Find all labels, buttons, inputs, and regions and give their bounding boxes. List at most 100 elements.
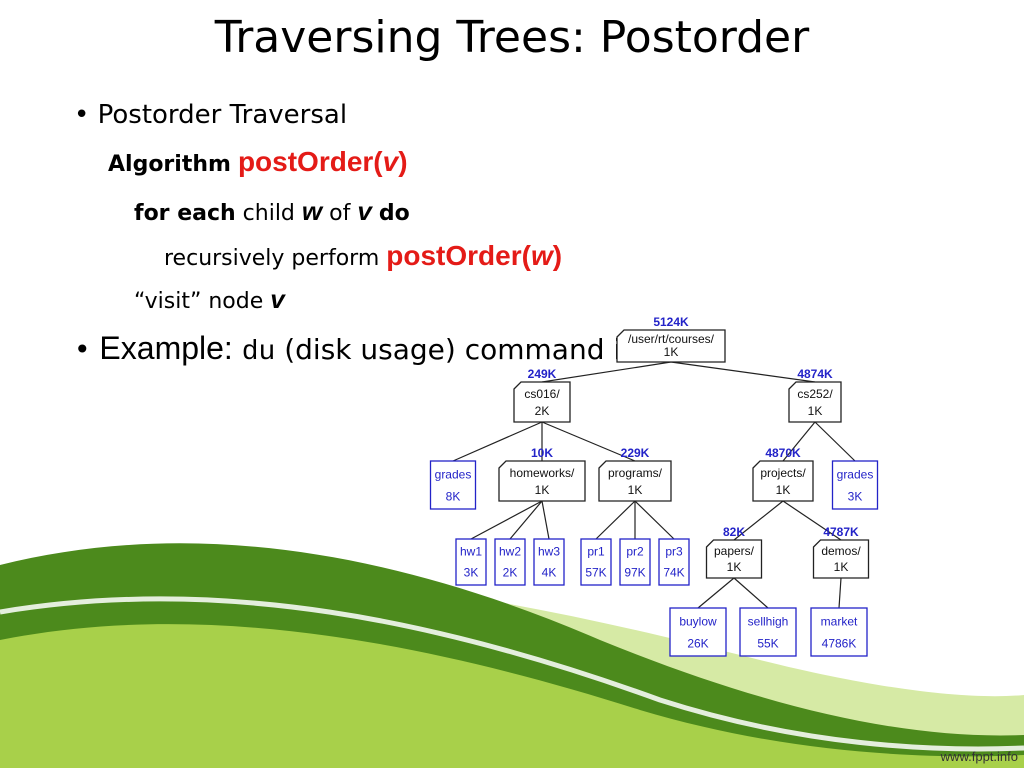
folder-size-cs252: 1K <box>808 404 823 418</box>
file-size-hw2: 2K <box>503 566 518 580</box>
bullet-text: Postorder Traversal <box>97 100 348 130</box>
file-size-pr1: 57K <box>585 566 606 580</box>
file-node-hw2 <box>494 538 526 586</box>
total-size-root: 5124K <box>653 315 689 329</box>
folder-node-projects <box>752 460 814 502</box>
file-size-hw1: 3K <box>464 566 479 580</box>
file-size-market: 4786K <box>822 636 857 650</box>
footer-url: www.fppt.info <box>940 749 1018 764</box>
algorithm-close: ) <box>398 146 408 177</box>
tree-edge-demos-market <box>838 577 842 609</box>
total-size-projects: 4870K <box>765 446 801 460</box>
var-w: w <box>301 196 323 226</box>
folder-name-root: /user/rt/courses/ <box>628 332 715 346</box>
folder-size-programs: 1K <box>628 483 643 497</box>
total-size-homeworks: 10K <box>531 446 553 460</box>
of-word: of <box>329 201 351 226</box>
algorithm-param: v <box>382 146 399 177</box>
do-keyword: do <box>378 201 410 226</box>
folder-node-homeworks <box>498 460 586 502</box>
file-node-pr2 <box>619 538 651 586</box>
file-size-grades2: 3K <box>848 489 863 503</box>
slide-title: Traversing Trees: Postorder <box>214 12 810 63</box>
folder-name-programs: programs/ <box>608 466 663 480</box>
var-v: v <box>357 196 372 226</box>
folder-name-papers: papers/ <box>714 544 755 558</box>
wave-light <box>0 624 1024 768</box>
file-size-pr3: 74K <box>663 566 684 580</box>
file-name-grades1: grades <box>435 467 472 481</box>
folder-node-papers <box>705 539 763 579</box>
file-name-pr3: pr3 <box>665 545 683 559</box>
algorithm-keyword: Algorithm <box>108 152 231 177</box>
total-size-cs252: 4874K <box>797 367 833 381</box>
tree-edge-cs252-projects <box>782 421 816 462</box>
file-name-grades2: grades <box>837 467 874 481</box>
call-close: ) <box>552 240 563 271</box>
folder-size-demos: 1K <box>834 560 849 574</box>
folder-name-cs016: cs016/ <box>524 387 560 401</box>
bullet-dot: • <box>74 100 90 130</box>
tree-edge-root-cs016 <box>541 361 672 383</box>
call-param: w <box>530 240 553 271</box>
folder-size-root: 1K <box>664 345 679 359</box>
file-name-pr1: pr1 <box>587 545 605 559</box>
example-label: Example: <box>99 330 233 366</box>
visit-var: v <box>270 284 285 314</box>
call-name: postOrder( <box>386 240 531 271</box>
tree-edge-programs-pr3 <box>634 500 675 540</box>
tree-edge-homeworks-hw3 <box>541 500 550 540</box>
file-size-pr2: 97K <box>624 566 645 580</box>
total-size-demos: 4787K <box>823 525 859 539</box>
file-node-grades2 <box>831 460 879 510</box>
for-each-keyword: for each <box>134 201 236 226</box>
folder-node-root <box>616 329 726 363</box>
folder-name-homeworks: homeworks/ <box>510 466 575 480</box>
bullet-postorder: • Postorder Traversal <box>74 100 347 130</box>
tree-edge-programs-pr1 <box>595 500 636 540</box>
file-name-pr2: pr2 <box>626 545 644 559</box>
folder-node-programs <box>598 460 672 502</box>
recursive-text: recursively perform <box>164 246 380 271</box>
folder-name-cs252: cs252/ <box>797 387 833 401</box>
wave-white-streak <box>0 596 1024 752</box>
folder-size-papers: 1K <box>727 560 742 574</box>
file-name-sellhigh: sellhigh <box>748 614 789 628</box>
algorithm-name: postOrder( <box>237 146 383 177</box>
file-node-buylow <box>669 607 727 657</box>
folder-size-cs016: 2K <box>535 404 550 418</box>
file-size-sellhigh: 55K <box>757 636 778 650</box>
tree-edge-papers-buylow <box>697 577 735 609</box>
folder-size-homeworks: 1K <box>535 483 550 497</box>
total-size-cs016: 249K <box>528 367 557 381</box>
folder-node-cs252 <box>788 381 842 423</box>
visit-line: “visit” node v <box>134 284 285 315</box>
folder-name-demos: demos/ <box>821 544 861 558</box>
file-size-grades1: 8K <box>446 489 461 503</box>
algorithm-line: Algorithm postOrder(v) <box>108 146 408 178</box>
folder-size-projects: 1K <box>776 483 791 497</box>
folder-name-projects: projects/ <box>760 466 806 480</box>
file-size-buylow: 26K <box>687 636 708 650</box>
file-name-market: market <box>821 614 858 628</box>
file-name-buylow: buylow <box>679 614 717 628</box>
file-name-hw2: hw2 <box>499 545 521 559</box>
file-node-grades1 <box>429 460 477 510</box>
file-node-hw3 <box>533 538 565 586</box>
recursive-line: recursively perform postOrder(w) <box>164 240 562 272</box>
example-command: du <box>241 337 276 368</box>
tree-edge-cs016-programs <box>541 421 636 462</box>
file-node-hw1 <box>455 538 487 586</box>
file-node-sellhigh <box>739 607 797 657</box>
file-node-pr3 <box>658 538 690 586</box>
file-node-market <box>810 607 868 657</box>
tree-edge-projects-demos <box>782 500 842 541</box>
tree-edge-cs252-grades2 <box>814 421 856 462</box>
file-size-hw3: 4K <box>542 566 557 580</box>
file-node-pr1 <box>580 538 612 586</box>
file-name-hw1: hw1 <box>460 545 482 559</box>
tree-edge-papers-sellhigh <box>733 577 769 609</box>
child-word: child <box>242 201 295 226</box>
for-each-line: for each child w of v do <box>134 196 410 227</box>
